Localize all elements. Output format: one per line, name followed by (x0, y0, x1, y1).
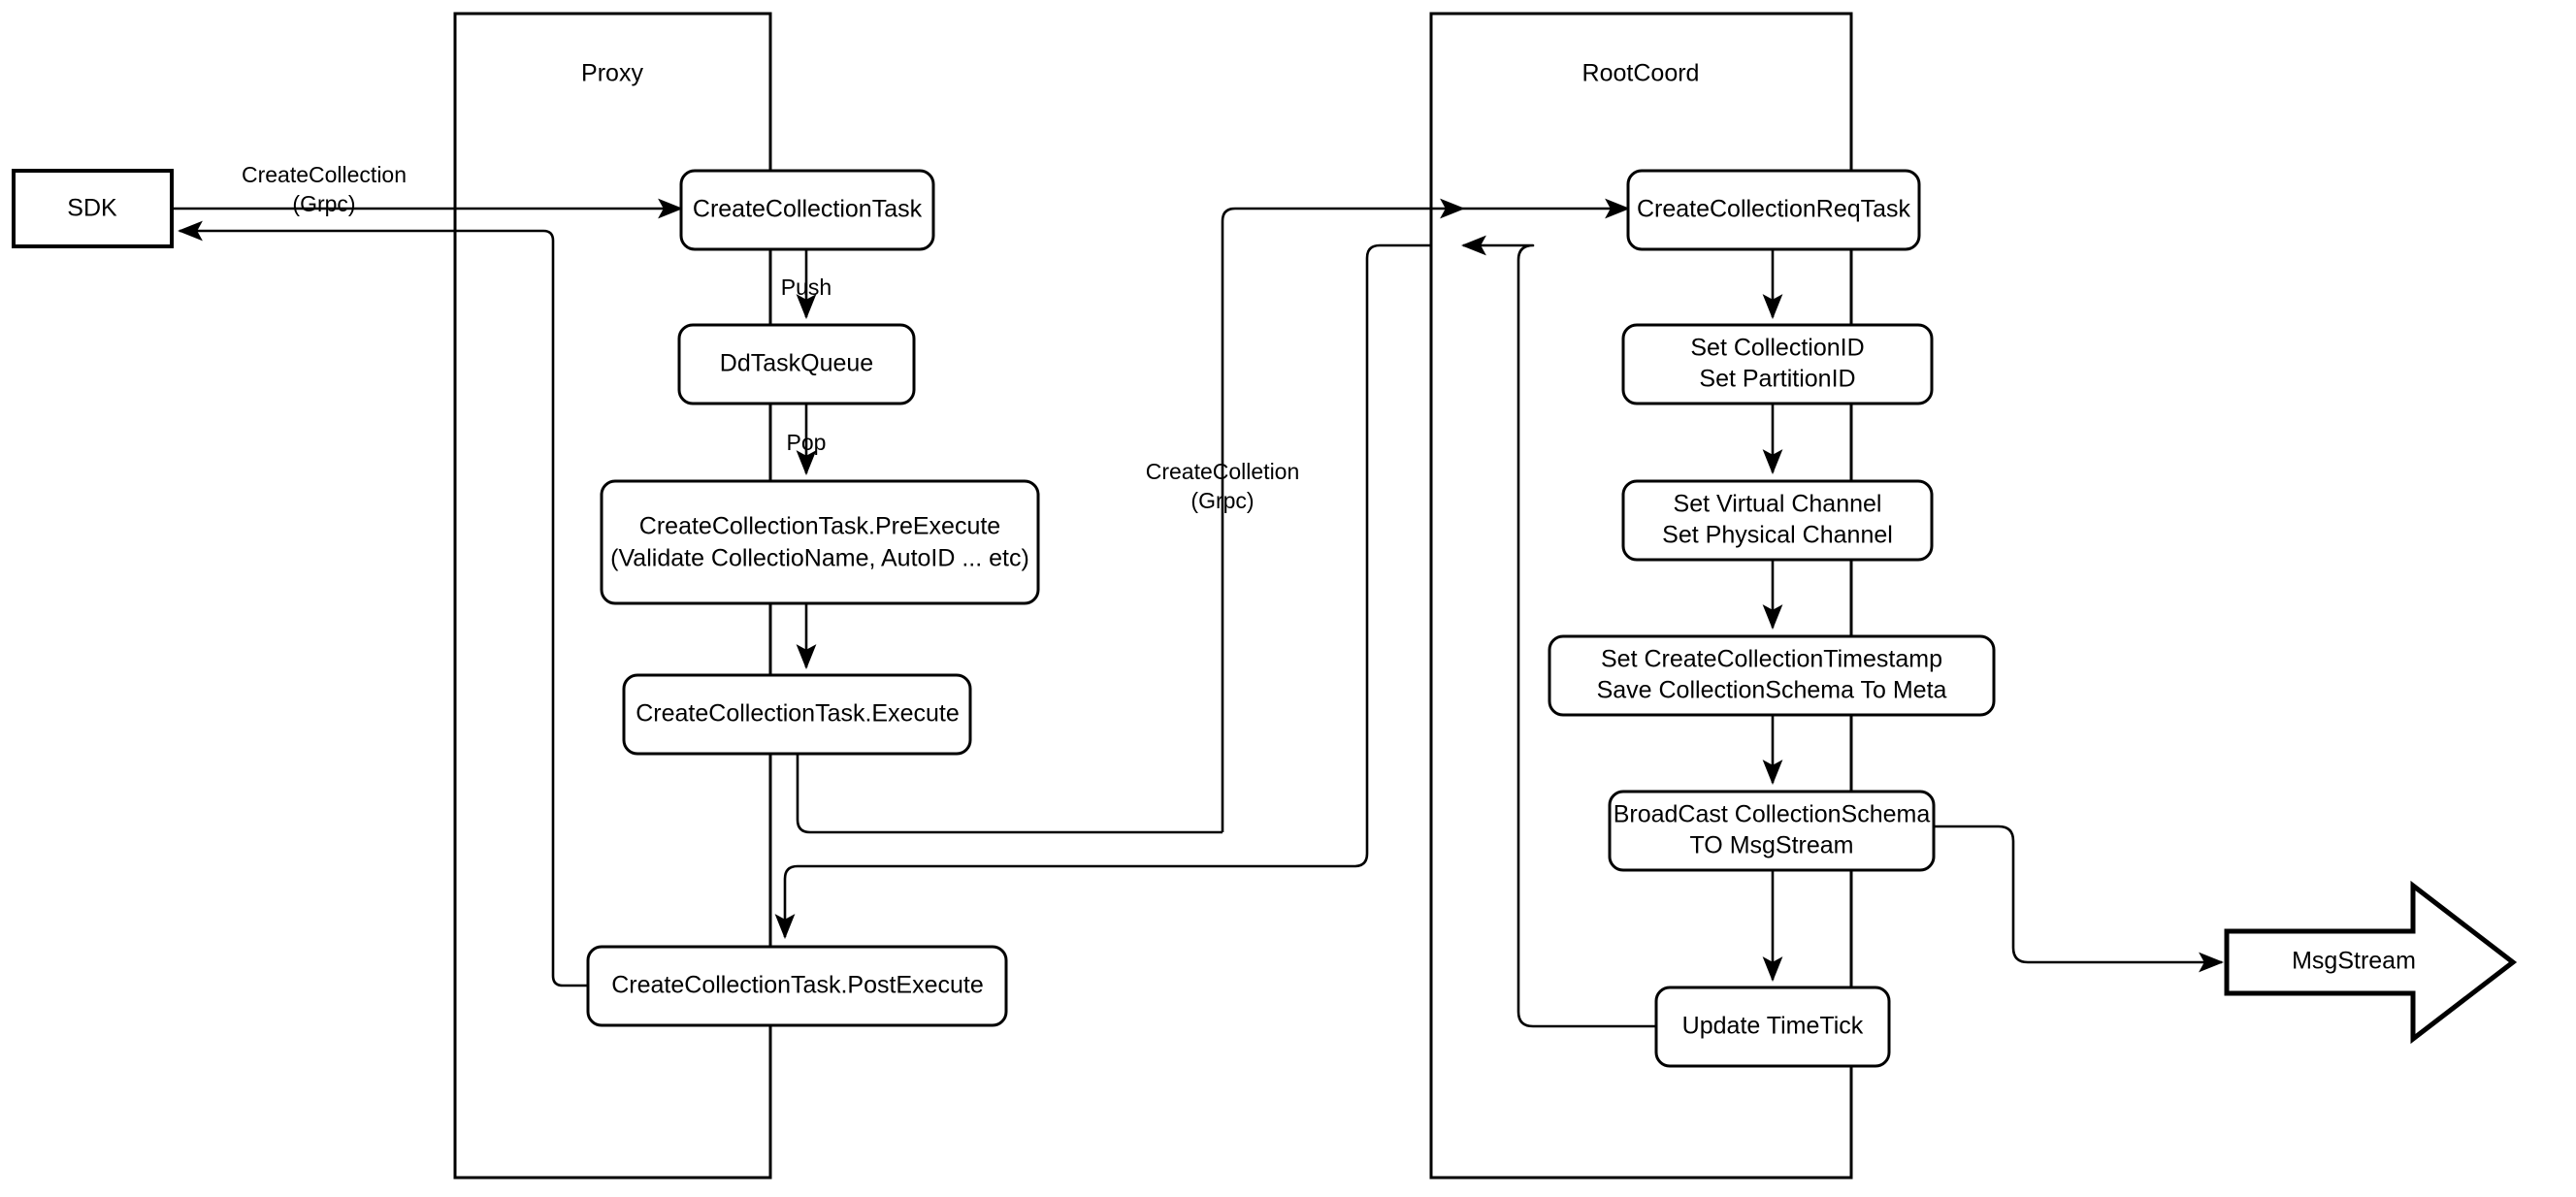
dd-task-queue-label: DdTaskQueue (720, 350, 873, 377)
node-sdk[interactable]: SDK (12, 169, 174, 248)
edge-task-to-queue: Push (781, 249, 831, 320)
edge-line-return-to-proxy (798, 243, 1431, 868)
broadcast-label-line1: BroadCast CollectionSchema (1614, 801, 1931, 828)
dd-task-queue-box[interactable] (677, 323, 916, 405)
execute-label: CreateCollectionTask.Execute (636, 700, 960, 728)
execute-box[interactable] (622, 673, 972, 756)
node-msgstream[interactable]: MsgStream (2224, 880, 2518, 1045)
edge-label-create-colletion-grpc-line2: (Grpc) (1190, 488, 1254, 513)
edge-rootcoord-to-post-execute (774, 243, 1431, 940)
edge-line-execute-out (796, 754, 1223, 834)
post-execute-label: CreateCollectionTask.PostExecute (611, 972, 984, 999)
node-broadcast[interactable]: BroadCast CollectionSchema TO MsgStream (1608, 790, 1936, 872)
sdk-label: SDK (67, 195, 117, 222)
create-collection-req-task-box[interactable] (1626, 169, 1921, 251)
node-update-timetick[interactable]: Update TimeTick (1654, 986, 1891, 1068)
pre-execute-label-line1: CreateCollectionTask.PreExecute (639, 513, 1000, 540)
set-channels-label-line2: Set Physical Channel (1662, 522, 1893, 549)
post-execute-box[interactable] (586, 945, 1008, 1027)
node-set-channels[interactable]: Set Virtual Channel Set Physical Channel (1621, 479, 1934, 562)
msgstream-arrow-shape[interactable] (2224, 880, 2518, 1045)
edge-line-return-drop-to-post-execute (774, 864, 799, 940)
edge-update-timetick-return (1460, 235, 1656, 1028)
edge-label-push: Push (781, 275, 831, 300)
set-ids-label-line2: Set PartitionID (1699, 366, 1855, 393)
node-save-meta[interactable]: Set CreateCollectionTimestamp Save Colle… (1548, 634, 1996, 717)
set-ids-box[interactable] (1621, 323, 1934, 405)
node-post-execute[interactable]: CreateCollectionTask.PostExecute (586, 945, 1008, 1027)
edge-post-execute-to-sdk (177, 220, 588, 987)
set-channels-label-line1: Set Virtual Channel (1674, 491, 1882, 518)
edge-line-grpc-riser (1221, 198, 1466, 832)
broadcast-label-line2: TO MsgStream (1689, 832, 1853, 859)
edge-label-create-colletion-grpc-line1: CreateColletion (1146, 459, 1300, 484)
pre-execute-label-line2: (Validate CollectioName, AutoID ... etc) (610, 545, 1029, 572)
save-meta-box[interactable] (1548, 634, 1996, 717)
node-create-collection-req-task[interactable]: CreateCollectionReqTask (1626, 169, 1921, 251)
node-set-ids[interactable]: Set CollectionID Set PartitionID (1621, 323, 1934, 405)
update-timetick-box[interactable] (1654, 986, 1891, 1068)
broadcast-box[interactable] (1608, 790, 1936, 872)
edge-queue-to-pre-execute: Pop (787, 404, 827, 476)
edge-broadcast-to-msgstream (1934, 825, 2225, 973)
sdk-box[interactable] (12, 169, 174, 248)
edge-line-post-execute-to-sdk (177, 220, 588, 987)
msgstream-label: MsgStream (2292, 948, 2416, 975)
edge-line-broadcast-to-msgstream (1934, 825, 2225, 973)
edge-label-create-collection-grpc-line2: (Grpc) (292, 191, 355, 216)
edge-sdk-to-create-collection-task: CreateCollection (Grpc) (172, 162, 684, 219)
edge-label-pop: Pop (787, 430, 827, 455)
create-collection-req-task-label: CreateCollectionReqTask (1637, 196, 1911, 223)
update-timetick-label: Update TimeTick (1682, 1013, 1864, 1040)
node-create-collection-task[interactable]: CreateCollectionTask (679, 169, 935, 251)
node-pre-execute[interactable]: CreateCollectionTask.PreExecute (Validat… (600, 479, 1040, 605)
pre-execute-box[interactable] (600, 479, 1040, 605)
save-meta-label-line1: Set CreateCollectionTimestamp (1601, 646, 1942, 673)
node-execute[interactable]: CreateCollectionTask.Execute (622, 673, 972, 756)
edge-line-timetick-return (1460, 235, 1656, 1028)
save-meta-label-line2: Save CollectionSchema To Meta (1597, 677, 1947, 704)
node-dd-task-queue[interactable]: DdTaskQueue (677, 323, 916, 405)
proxy-container-label: Proxy (581, 60, 643, 87)
set-channels-box[interactable] (1621, 479, 1934, 562)
rootcoord-container-label: RootCoord (1582, 60, 1700, 87)
edge-label-create-collection-grpc-line1: CreateCollection (242, 162, 407, 187)
edge-execute-to-rootcoord: CreateColletion (Grpc) (796, 198, 1466, 834)
set-ids-label-line1: Set CollectionID (1690, 335, 1864, 362)
create-collection-task-box[interactable] (679, 169, 935, 251)
create-collection-task-label: CreateCollectionTask (693, 196, 923, 223)
